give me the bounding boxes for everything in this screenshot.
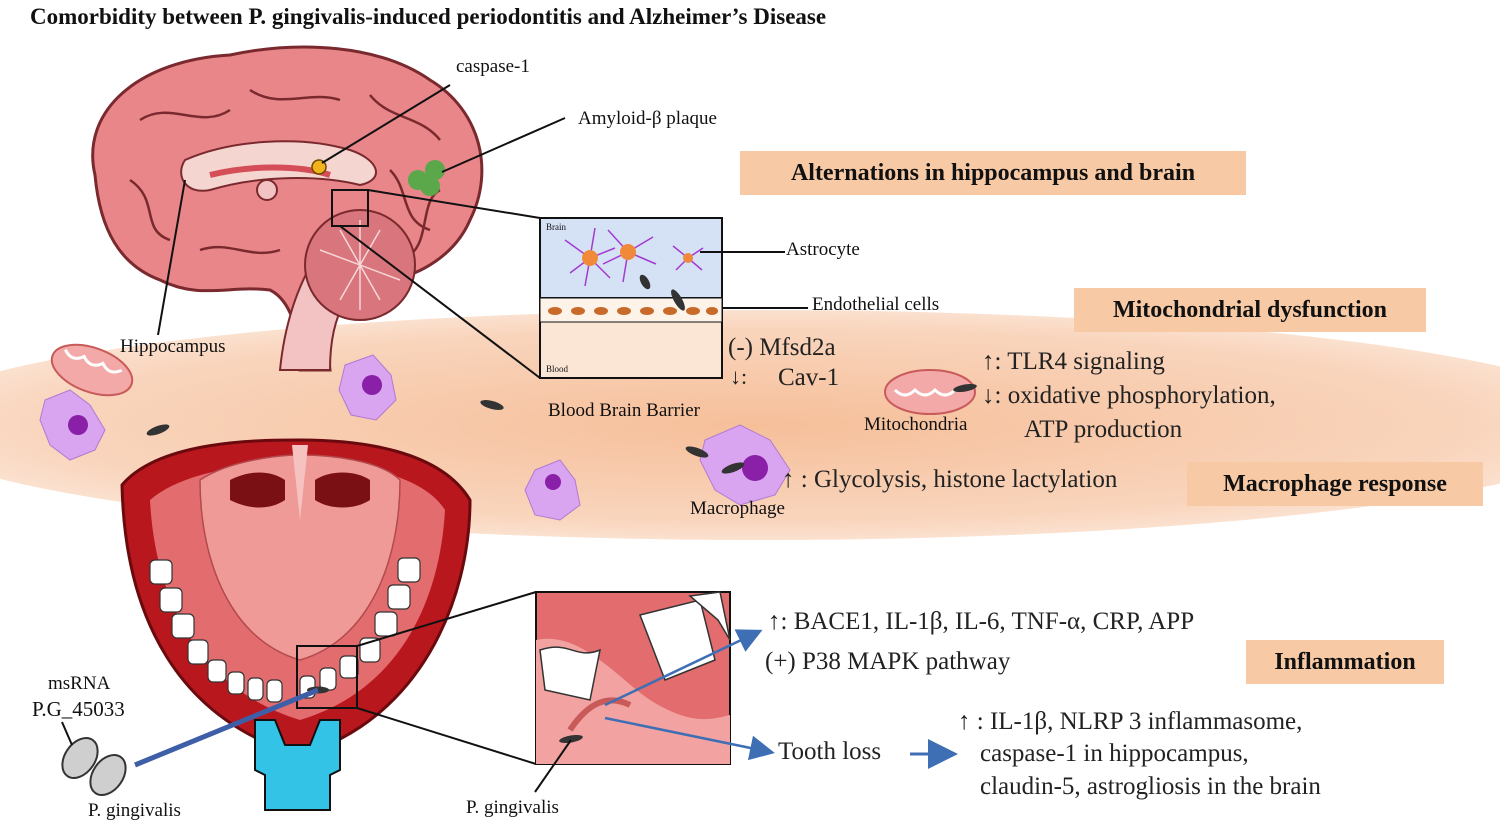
cav1-arrow-text: ↓: bbox=[730, 364, 748, 389]
mfsd2a-text: (-) Mfsd2a bbox=[728, 334, 836, 361]
pg-id-label: P.G_45033 bbox=[32, 697, 125, 721]
tooth-loss-text: Tooth loss bbox=[778, 738, 882, 765]
mitochondria-right bbox=[884, 369, 977, 415]
endothelial-label: Endothelial cells bbox=[812, 294, 940, 315]
arrow-bace bbox=[604, 629, 763, 707]
il1b-text: ↑ : IL-1β, NLRP 3 inflammasome, bbox=[958, 708, 1303, 735]
tooth-zoom-panel bbox=[535, 591, 731, 765]
bace-text: ↑: BACE1, IL-1β, IL-6, TNF-α, CRP, APP bbox=[768, 608, 1195, 635]
mouth-illustration bbox=[120, 438, 472, 811]
box-inflammation: Inflammation bbox=[1246, 640, 1444, 684]
astrocyte-label: Astrocyte bbox=[786, 239, 860, 260]
caspase-hippocampus-text: caspase-1 in hippocampus, bbox=[980, 740, 1249, 767]
pg-left-label: P. gingivalis bbox=[88, 800, 181, 821]
tlr4-text: ↑: TLR4 signaling bbox=[982, 348, 1165, 375]
pg-bacteria-left bbox=[61, 737, 127, 796]
hippocampus-label: Hippocampus bbox=[120, 336, 226, 357]
bacteria-blood bbox=[146, 400, 745, 474]
pg-right-label: P. gingivalis bbox=[466, 797, 559, 818]
cav1-text: Cav-1 bbox=[778, 364, 840, 391]
p38-text: (+) P38 MAPK pathway bbox=[765, 648, 1011, 675]
atp-text: ATP production bbox=[1024, 416, 1183, 443]
mitochondria-left bbox=[50, 343, 134, 397]
box-macrophage: Macrophage response bbox=[1187, 462, 1483, 506]
arrow-mouth bbox=[134, 687, 319, 768]
glycolysis-text: ↑ : Glycolysis, histone lactylation bbox=[782, 466, 1118, 493]
amyloid-label: Amyloid-β plaque bbox=[578, 108, 717, 129]
bbb-label: Blood Brain Barrier bbox=[548, 400, 700, 421]
bbb-panel bbox=[539, 217, 723, 379]
figure-title: Comorbidity between P. gingivalis-induce… bbox=[30, 4, 827, 29]
claudin-text: claudin-5, astrogliosis in the brain bbox=[980, 773, 1321, 800]
bbb-brain-label: Brain bbox=[546, 222, 566, 232]
macrophage-label: Macrophage bbox=[690, 498, 785, 519]
macrophages bbox=[39, 354, 791, 521]
bbb-blood-label: Blood bbox=[546, 364, 569, 374]
caspase-label: caspase-1 bbox=[456, 56, 530, 77]
amyloid-plaque bbox=[408, 160, 445, 196]
brain-illustration bbox=[91, 45, 484, 372]
msrna-label: msRNA bbox=[48, 673, 111, 694]
arrow-tooth-loss bbox=[604, 716, 775, 761]
mitochondria-label: Mitochondria bbox=[864, 414, 968, 435]
oxphos-text: ↓: oxidative phosphorylation, bbox=[982, 382, 1276, 409]
box-hippocampus-brain: Alternations in hippocampus and brain bbox=[740, 151, 1246, 195]
box-mitochondrial: Mitochondrial dysfunction bbox=[1074, 288, 1426, 332]
